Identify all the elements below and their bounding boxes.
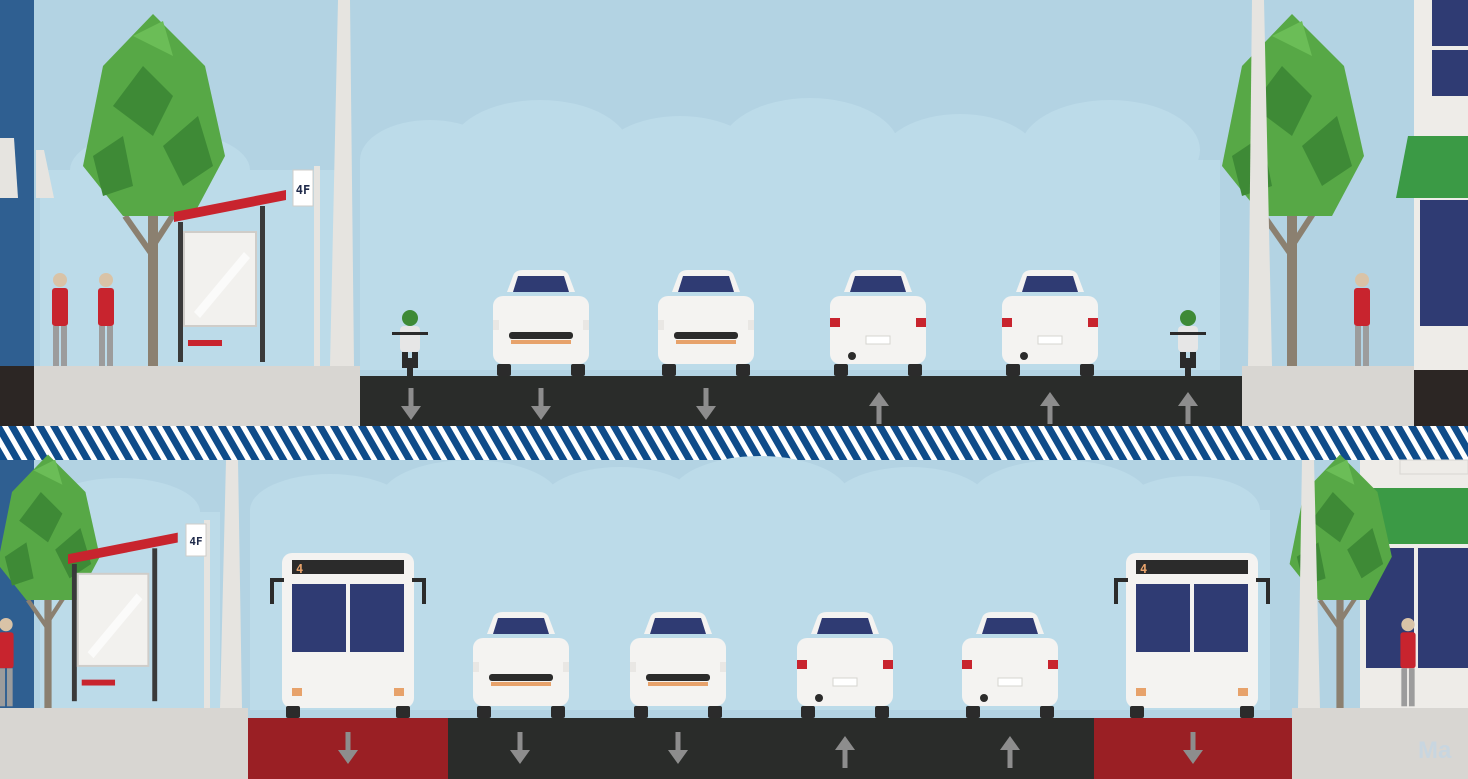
left-building-awning-2 [36, 150, 54, 198]
right-building [1396, 0, 1468, 370]
streetlight-pole [1298, 460, 1320, 708]
bottom-panel: 4F 4 4 Ma [0, 455, 1468, 779]
bottom-roadway [448, 718, 1094, 779]
bottom-right-awning [1360, 488, 1468, 544]
bus-icon [270, 553, 426, 718]
bottom-right-sidewalk [1292, 708, 1468, 779]
right-awning [1396, 136, 1468, 198]
streetlight-pole [330, 0, 354, 366]
bus-stop-sign-label: 4F [189, 535, 202, 548]
top-panel: 4F [0, 0, 1468, 426]
watermark: Ma [1418, 737, 1452, 764]
bottom-left-sidewalk [0, 708, 248, 779]
top-right-sidewalk [1242, 366, 1414, 426]
left-curb [0, 366, 34, 426]
left-building-awning [0, 138, 18, 198]
bus-stop-sign [292, 169, 314, 207]
streetlight-pole [220, 460, 242, 708]
bus-stop-sign-label: 4F [296, 183, 310, 197]
top-roadway [360, 376, 1242, 426]
bus-stop-sign-pole [204, 520, 210, 708]
right-curb [1414, 370, 1468, 426]
bottom-clouds [40, 456, 1270, 712]
streetlight-pole [1248, 0, 1272, 366]
bus-route-label-left: 4 [296, 562, 303, 576]
top-left-sidewalk [34, 366, 360, 426]
bus-stop-sign [185, 523, 207, 557]
bus-stop-sign-pole [314, 166, 320, 366]
bus-route-label-right: 4 [1140, 562, 1147, 576]
bus-icon [1114, 553, 1270, 718]
panel-divider [0, 426, 1468, 460]
